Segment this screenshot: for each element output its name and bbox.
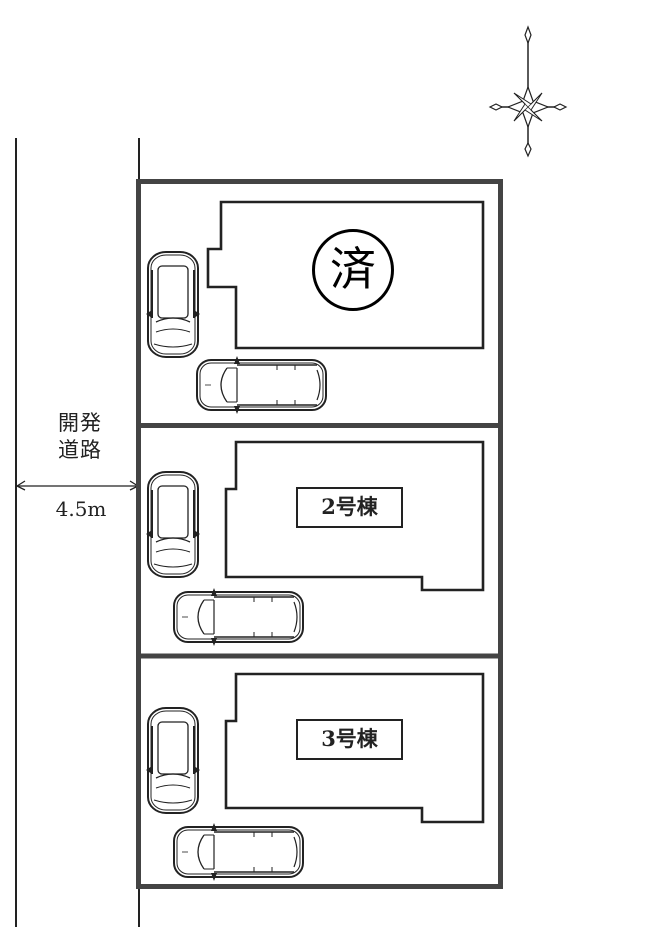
road-name-label: 開発 道路 (40, 410, 120, 464)
site-boundary (136, 179, 503, 889)
lot-1-parking-car-horizontal (196, 355, 327, 415)
compass-rose-icon (488, 25, 568, 158)
lot-1-parking-car-vertical (145, 251, 201, 358)
lot-3-parking-car-horizontal (173, 822, 304, 882)
road-name-line1: 開発 (58, 411, 102, 435)
road-name-line2: 道路 (58, 438, 102, 462)
road-width-dimension (16, 480, 139, 491)
lot-3-parking-car-vertical (145, 707, 201, 814)
lot-2-label[interactable]: 2号棟 (296, 487, 403, 528)
lot-2-parking-car-vertical (145, 471, 201, 578)
road-width-label: 4.5m (55, 497, 107, 521)
lot-2-parking-car-horizontal (173, 587, 304, 647)
lot-3-label[interactable]: 3号棟 (296, 719, 403, 760)
lot-1-sold-mark: 済 (312, 229, 394, 311)
